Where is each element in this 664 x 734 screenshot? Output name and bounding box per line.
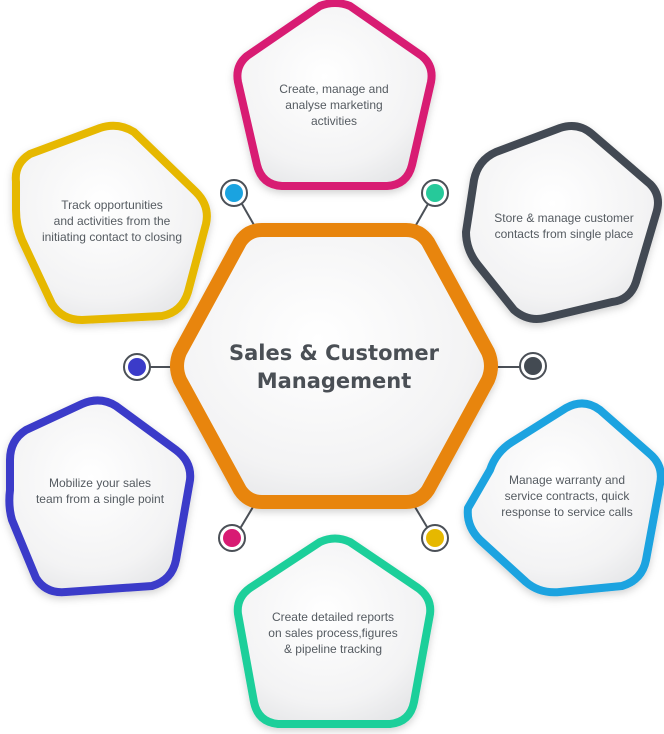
node-warranty — [463, 399, 664, 597]
label-opportunities-line: initiating contact to closing — [42, 230, 182, 244]
label-warranty-line: Manage warranty and — [509, 473, 625, 487]
center-title-line1: Sales & Customer — [229, 341, 440, 365]
label-reports-line: on sales process,figures — [268, 626, 397, 640]
label-opportunities: Track opportunities and activities from … — [42, 198, 182, 244]
dot-contacts — [421, 179, 449, 207]
label-marketing-line: Create, manage and — [279, 82, 388, 96]
node-mobilize — [5, 396, 195, 597]
label-reports: Create detailed reports on sales process… — [268, 610, 397, 656]
dot-reports — [218, 524, 246, 552]
dot-reports-right — [421, 524, 449, 552]
label-mobilize-line: Mobilize your sales — [49, 476, 151, 490]
label-mobilize: Mobilize your sales team from a single p… — [36, 476, 165, 506]
dot-mobilize — [123, 353, 151, 381]
node-opportunities-shape — [11, 121, 211, 324]
node-contacts — [462, 122, 662, 323]
dot-opportunities — [220, 179, 248, 207]
node-reports-shape — [233, 534, 435, 728]
label-warranty-line: response to service calls — [501, 505, 632, 519]
label-marketing: Create, manage and analyse marketing act… — [279, 82, 388, 128]
label-contacts-line: Store & manage customer — [494, 211, 633, 225]
label-contacts-line: contacts from single place — [495, 227, 634, 241]
center-hexagon-shape — [170, 223, 498, 509]
node-contacts-shape — [462, 122, 662, 323]
center-hexagon — [170, 223, 498, 509]
node-mobilize-shape — [5, 396, 195, 597]
node-opportunities — [11, 121, 211, 324]
center-title-line2: Management — [257, 369, 412, 393]
label-mobilize-line: team from a single point — [36, 492, 165, 506]
label-reports-line: Create detailed reports — [272, 610, 394, 624]
node-marketing — [233, 0, 436, 190]
label-marketing-line: activities — [311, 114, 357, 128]
dot-warranty — [519, 352, 547, 380]
connector-dots — [123, 179, 547, 552]
label-opportunities-line: Track opportunities — [61, 198, 163, 212]
node-marketing-shape — [233, 0, 436, 190]
label-opportunities-line: and activities from the — [54, 214, 171, 228]
label-reports-line: & pipeline tracking — [284, 642, 382, 656]
label-warranty: Manage warranty and service contracts, q… — [501, 473, 632, 519]
node-warranty-shape — [463, 399, 664, 597]
label-marketing-line: analyse marketing — [285, 98, 382, 112]
label-warranty-line: service contracts, quick — [505, 489, 631, 503]
label-contacts: Store & manage customer contacts from si… — [494, 211, 633, 241]
node-reports — [233, 534, 435, 728]
